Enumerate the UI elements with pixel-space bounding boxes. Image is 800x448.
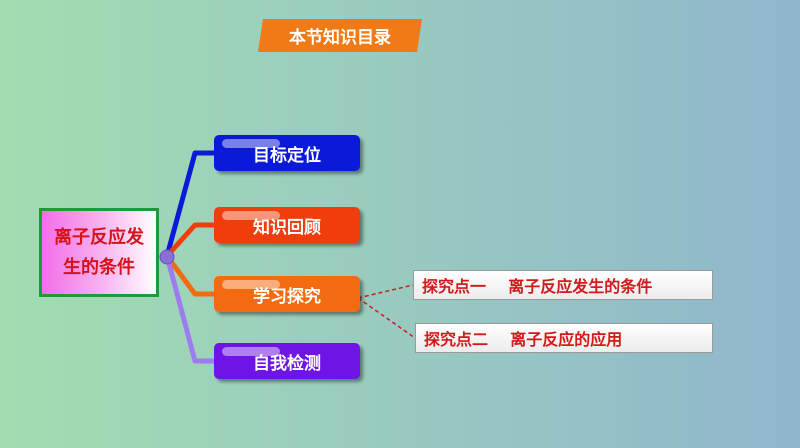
branch-review-button[interactable]: 知识回顾 xyxy=(214,207,360,243)
branch-goal-button[interactable]: 目标定位 xyxy=(214,135,360,171)
connector-topic-2 xyxy=(357,297,416,339)
branch-selfcheck-label: 自我检测 xyxy=(253,353,321,374)
connector-study xyxy=(164,254,216,297)
study-topic-2-link[interactable]: 探究点二 离子反应的应用 xyxy=(415,323,713,353)
root-topic-line-2: 生的条件 xyxy=(63,256,135,278)
branch-study-button[interactable]: 学习探究 xyxy=(214,276,360,312)
branch-selfcheck-button[interactable]: 自我检测 xyxy=(214,343,360,379)
hub-node xyxy=(159,249,175,265)
connector-topic-1 xyxy=(357,284,414,299)
root-topic-box: 离子反应发 生的条件 xyxy=(39,208,159,297)
connector-check xyxy=(164,255,216,364)
branch-review-label: 知识回顾 xyxy=(253,217,321,238)
study-topic-1-link[interactable]: 探究点一 离子反应发生的条件 xyxy=(413,270,713,300)
branch-study-label: 学习探究 xyxy=(253,286,321,307)
connector-review xyxy=(165,222,216,258)
branch-goal-label: 目标定位 xyxy=(253,145,321,166)
connector-goal xyxy=(164,150,216,257)
root-topic-line-1: 离子反应发 xyxy=(54,226,144,248)
section-title-banner: 本节知识目录 xyxy=(258,19,422,52)
